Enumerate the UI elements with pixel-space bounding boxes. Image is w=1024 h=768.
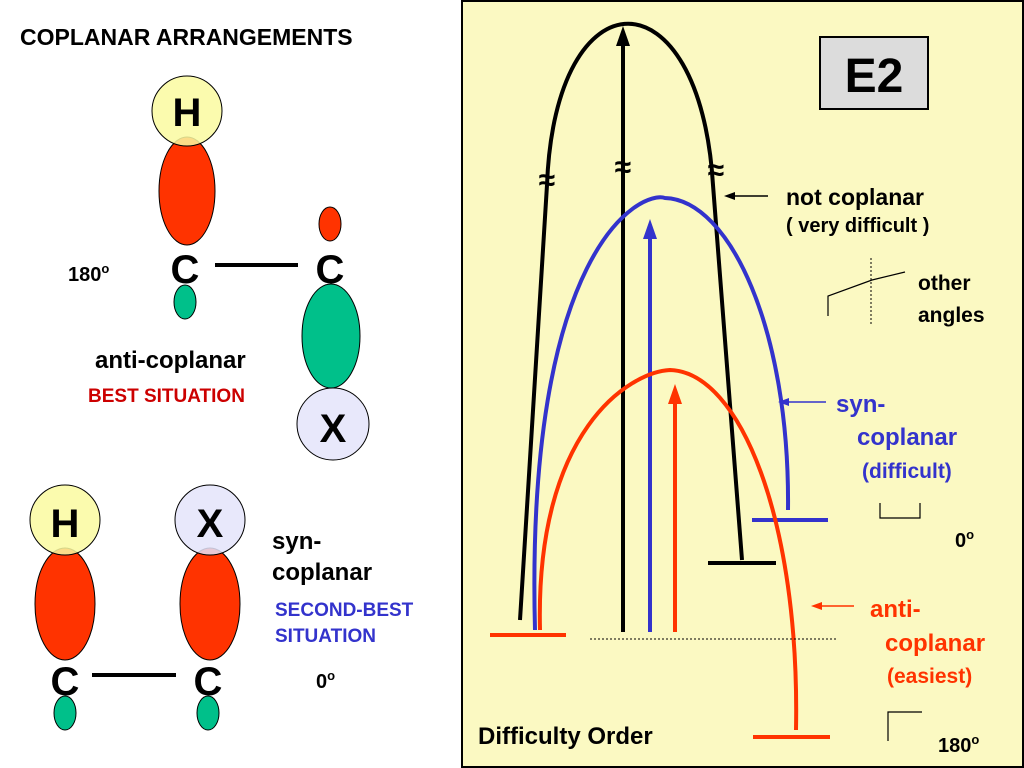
anti-name: anti-coplanar <box>95 347 246 374</box>
difficulty-order-label: Difficulty Order <box>478 723 653 750</box>
syn-angle-label: 0o <box>955 527 974 552</box>
left-title: COPLANAR ARRANGEMENTS <box>20 24 353 50</box>
not-coplanar-label-line1: not coplanar <box>786 184 924 210</box>
syn-c1-lobe-red <box>34 547 96 661</box>
c1-lobe-green <box>173 284 197 320</box>
syn-rating-line2: SITUATION <box>275 626 376 647</box>
anti-coplanar-arrowhead <box>668 384 682 404</box>
c2-lobe-red <box>318 206 342 242</box>
anti-angle-label: 180o <box>938 732 979 757</box>
syn-coplanar-arrowhead <box>643 219 657 239</box>
syn-coplanar-curve <box>532 195 791 631</box>
anti-label-line1: anti- <box>870 596 921 623</box>
anti-pointer-head <box>811 602 822 610</box>
x-orbital <box>296 387 370 461</box>
syn-h-label: H <box>51 502 80 546</box>
h-orbital <box>151 75 223 147</box>
syn-angle-icon <box>879 503 921 519</box>
not-coplanar-arrowhead <box>616 26 630 46</box>
x-label: X <box>320 407 347 451</box>
syn-label-line1: syn- <box>836 391 885 418</box>
syn-c2-lobe-red <box>179 547 241 661</box>
e2-badge-box <box>819 36 929 110</box>
syn-c2-lobe-green <box>196 695 220 731</box>
syn-rating-line1: SECOND-BEST <box>275 600 414 621</box>
c1-label: C <box>171 248 200 292</box>
syn-label-line2: coplanar <box>857 424 957 451</box>
syn-coplanar-structure: H X C C <box>29 484 246 731</box>
syn-c1-lobe-green <box>53 695 77 731</box>
c2-lobe-green <box>301 283 361 389</box>
e2-badge: E2 <box>819 36 929 110</box>
other-angles-line2: angles <box>918 304 985 327</box>
syn-x-label: X <box>197 502 224 546</box>
anti-rating: BEST SITUATION <box>88 386 245 407</box>
syn-x-orbital <box>174 484 246 556</box>
squiggle-center: ≈ <box>615 151 631 184</box>
syn-angle: 0o <box>316 668 335 693</box>
squiggle-right: ≈ <box>708 154 724 187</box>
not-coplanar-pointer-head <box>724 192 735 200</box>
syn-pointer-head <box>778 398 789 406</box>
anti-label-line3: (easiest) <box>887 665 972 688</box>
h-label: H <box>173 91 202 135</box>
not-coplanar-curve <box>518 21 744 621</box>
other-angles-line1: other <box>918 272 971 295</box>
syn-h-orbital <box>29 484 101 556</box>
squiggle-left: ≈ <box>539 164 555 197</box>
anti-angle-icon <box>887 711 922 741</box>
syn-label-line3: (difficult) <box>862 460 952 483</box>
anti-angle: 180o <box>68 261 109 286</box>
e2-badge-label: E2 <box>845 50 904 103</box>
not-coplanar-label-line2: ( very difficult ) <box>786 215 929 237</box>
anti-coplanar-structure: H C C X 180o <box>68 75 370 461</box>
other-angles-icon <box>827 258 906 325</box>
anti-coplanar-curve <box>537 367 799 731</box>
anti-label-line2: coplanar <box>885 630 985 657</box>
c1-lobe-red <box>158 136 216 246</box>
syn-name-line2: coplanar <box>272 559 372 586</box>
syn-name-line1: syn- <box>272 528 321 555</box>
